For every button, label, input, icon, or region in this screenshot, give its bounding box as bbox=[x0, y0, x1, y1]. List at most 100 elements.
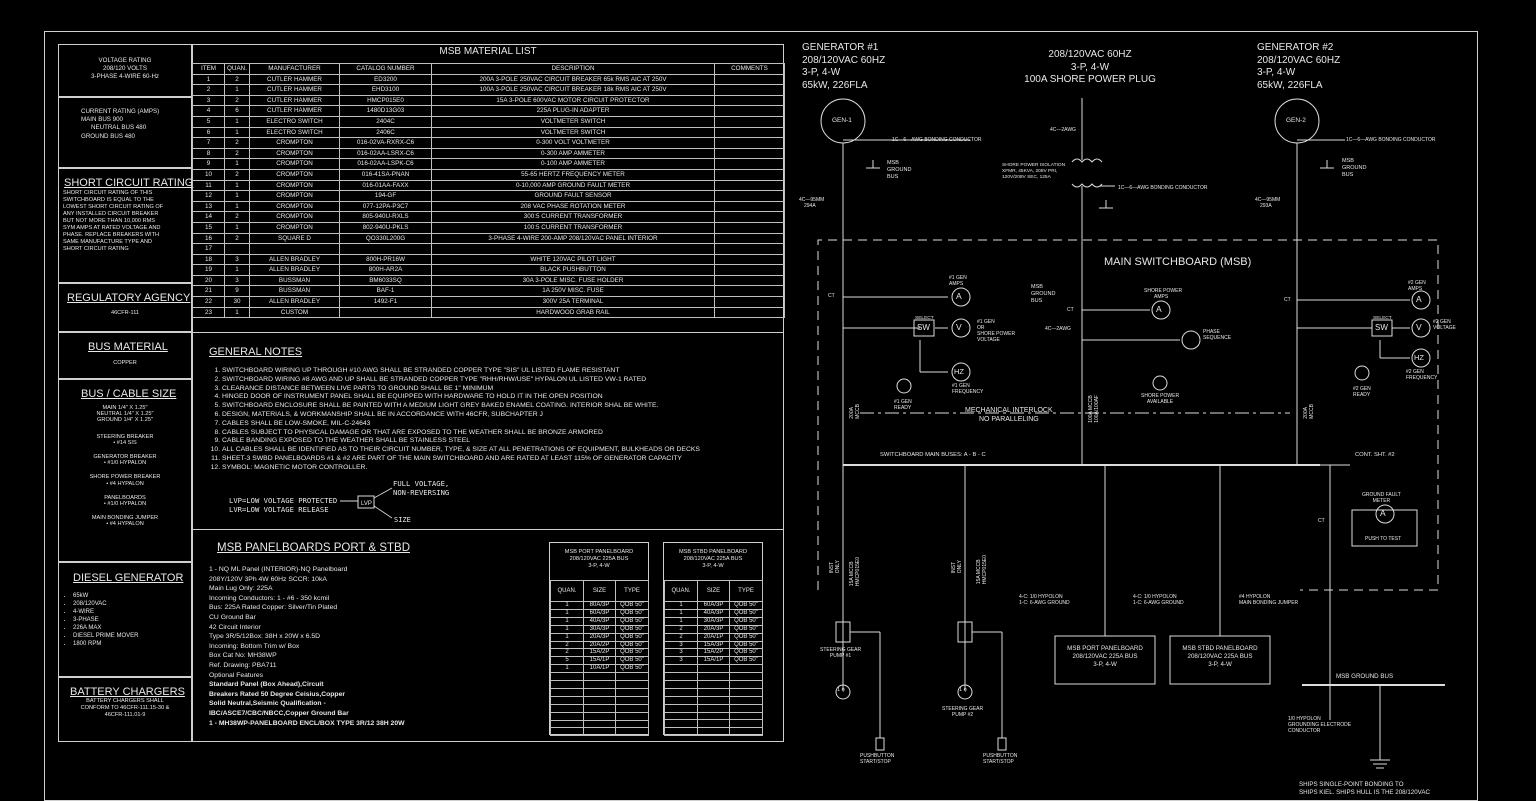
table-cell bbox=[697, 719, 730, 729]
label-line: MSB STBD PANELBOARD bbox=[1182, 645, 1258, 652]
table-cell: VOLTMETER SWITCH bbox=[431, 126, 715, 139]
table-cell: QOB 50" bbox=[615, 648, 649, 658]
table-row bbox=[664, 680, 763, 689]
label-line: #2 GEN bbox=[1406, 369, 1424, 375]
table-cell bbox=[615, 711, 649, 721]
table-cell bbox=[729, 680, 763, 689]
gb-line: BUS bbox=[887, 174, 899, 180]
table-cell bbox=[729, 703, 763, 713]
table-cell: 40A/3P bbox=[583, 616, 616, 626]
label-line: FREQUENCY bbox=[952, 389, 984, 395]
table-cell: CROMPTON bbox=[249, 168, 340, 181]
table-cell bbox=[714, 158, 785, 170]
table-cell bbox=[664, 664, 698, 674]
table-cell: QOB 50" bbox=[729, 632, 763, 642]
table-cell: CUTLER HAMMER bbox=[249, 84, 340, 96]
non-reversing-text: NON-REVERSING bbox=[393, 488, 450, 497]
table-cell bbox=[729, 664, 763, 674]
table-cell: 2 bbox=[664, 624, 698, 634]
note-item: CABLE BANDING EXPOSED TO THE WEATHER SHA… bbox=[222, 437, 778, 446]
spec-line: Box Cat No: MH38WP bbox=[209, 652, 277, 660]
bus-material-value: COPPER bbox=[113, 360, 137, 366]
shore-isolation-label: SHORE POWER ISOLATION XFMR, 45KVA, 208V … bbox=[1002, 163, 1065, 181]
table-cell: 4 bbox=[192, 105, 225, 117]
gen2-voltmeter bbox=[1411, 318, 1431, 338]
table-cell: CROMPTON bbox=[249, 221, 340, 234]
inst-only-label-2: INST ONLY bbox=[951, 560, 963, 573]
note-item: SYMBOL: MAGNETIC MOTOR CONTROLLER. bbox=[222, 464, 778, 473]
label-line: PUSHBUTTON bbox=[860, 753, 895, 759]
label-line: #2 GEN bbox=[1353, 386, 1371, 392]
shore-amps-label: SHORE POWER AMPS bbox=[1144, 288, 1182, 300]
diesel-item: DIESEL PRIME MOVER bbox=[73, 632, 191, 640]
gen1-bonding-label: 1C—6—AWG BONDING CONDUCTOR bbox=[892, 137, 982, 143]
bus-cable-text: MAIN 1/4" X 1.25" NEUTRAL 1/4" X 1.25" G… bbox=[59, 405, 191, 528]
current-line: NEUTRAL BUS 480 bbox=[91, 124, 147, 132]
gen2-mccb-label: 200A MCCB bbox=[1303, 404, 1315, 419]
table-cell: 1 bbox=[224, 179, 250, 192]
label-line: MSB PORT PANELBOARD bbox=[1067, 645, 1143, 652]
table-cell: 2 bbox=[550, 648, 584, 658]
steer2-motor-glyph: 1 ϕ bbox=[959, 687, 967, 693]
cable-line: NEUTRAL 1/4" X 1.25" bbox=[96, 411, 154, 418]
table-cell: ALLEN BRADLEY bbox=[249, 296, 340, 308]
table-cell bbox=[714, 232, 785, 245]
table-cell bbox=[729, 711, 763, 721]
table-cell: CUTLER HAMMER bbox=[249, 105, 340, 117]
main-buses-label: SWITCHBOARD MAIN BUSES: A - B - C bbox=[880, 452, 986, 458]
table-row bbox=[550, 703, 649, 713]
bonding-jumper-label: #4 HYPOLON MAIN BONDING JUMPER bbox=[1239, 594, 1298, 606]
gen1-voltmeter-glyph: V bbox=[956, 322, 962, 332]
current-rating-text: CURRENT RATING (AMPS) MAIN BUS 900 NEUTR… bbox=[81, 108, 191, 141]
label-line: PUMP #2 bbox=[951, 712, 974, 718]
spec-line: Incoming: Bottom Trim w/ Box bbox=[209, 642, 300, 650]
table-cell: 2 bbox=[550, 640, 584, 650]
table-cell: 1A 250V MISC. FUSE bbox=[431, 285, 715, 298]
table-cell: CUTLER HAMMER bbox=[249, 73, 340, 86]
table-cell bbox=[714, 73, 785, 86]
col-header: QUAN. bbox=[550, 580, 584, 602]
table-cell: SQUARE D bbox=[249, 232, 340, 245]
table-cell: WHITE 120VAC PILOT LIGHT bbox=[431, 253, 715, 266]
table-cell: 3 bbox=[192, 94, 225, 107]
spec-line: 208Y/120V 3Ph 4W 60Hz SCCR: 10kA bbox=[209, 575, 327, 583]
label-line: 1/0 HYPOLON bbox=[1288, 716, 1321, 722]
table-cell: QOB 50" bbox=[729, 608, 763, 618]
col-header: QUAN. bbox=[224, 63, 250, 75]
gen1-ammeter-glyph: A bbox=[956, 291, 962, 301]
sc-line: SWITCHBOARD IS EQUAL TO THE bbox=[63, 197, 154, 203]
table-cell bbox=[664, 695, 698, 705]
note-item: SWITCHBOARD ENCLOSURE SHALL BE PAINTED W… bbox=[222, 402, 778, 411]
table-row bbox=[664, 672, 763, 682]
table-cell bbox=[714, 115, 785, 128]
cable-line: MAIN BONDING JUMPER bbox=[91, 515, 159, 522]
gb-line: MSB bbox=[1342, 158, 1354, 164]
table-cell: ELECTRO SWITCH bbox=[249, 115, 340, 128]
steer1-mcp-label: 15A MCCB HMCP015E0 bbox=[849, 557, 861, 586]
table-cell: 1 bbox=[224, 190, 250, 202]
material-header-row: ITEM QUAN. MANUFACTURER CATALOG NUMBER D… bbox=[192, 63, 785, 75]
general-notes-title: GENERAL NOTES bbox=[209, 346, 303, 358]
port-title-line: MSB PORT PANELBOARD bbox=[564, 549, 634, 555]
cable-line bbox=[59, 424, 191, 434]
label-line: 4-C: 1/0 HYPOLON bbox=[1019, 594, 1063, 600]
table-cell: CROMPTON bbox=[249, 211, 340, 223]
table-cell: 1 bbox=[224, 221, 250, 234]
label-line: #1 GEN bbox=[977, 319, 995, 325]
gen2-label: GEN-2 bbox=[1286, 117, 1306, 124]
table-cell: 21 bbox=[192, 285, 225, 298]
table-row bbox=[664, 703, 763, 713]
col-header: MANUFACTURER bbox=[249, 63, 340, 75]
table-cell: 5 bbox=[192, 115, 225, 128]
col-header: COMMENTS bbox=[714, 63, 785, 75]
shore-ct-label: CT bbox=[1067, 307, 1074, 313]
sc-line: BUT NOT MORE THAN 10,000 RMS bbox=[63, 218, 156, 224]
stbd-title-line: 208/120VAC 225A BUS bbox=[683, 556, 743, 562]
diesel-item: 208/120VAC bbox=[73, 600, 191, 608]
table-cell bbox=[729, 695, 763, 705]
table-cell bbox=[729, 672, 763, 682]
